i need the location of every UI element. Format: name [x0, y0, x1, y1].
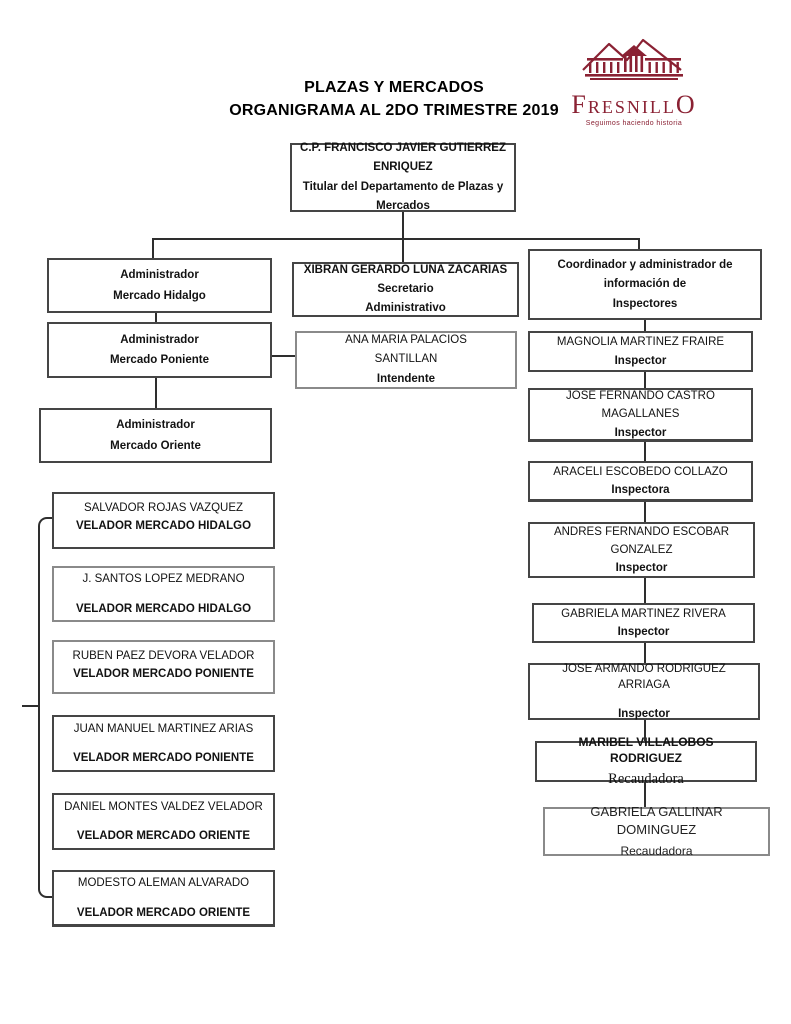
org-box-admin-poniente: Administrador Mercado Poniente — [47, 322, 272, 378]
page-title: PLAZAS Y MERCADOS ORGANIGRAMA AL 2DO TRI… — [124, 76, 664, 122]
person-role: Inspector — [614, 426, 667, 439]
org-box-coordinador: Coordinador y administrador de informaci… — [528, 249, 762, 320]
connector-hidalgo-poniente — [155, 313, 157, 322]
org-box-inspector-5: GABRIELA MARTINEZ RIVERA Inspector — [532, 603, 755, 643]
brand-letter-f: F — [571, 90, 588, 119]
org-box-velador-4: JUAN MANUEL MARTINEZ ARIAS VELADOR MERCA… — [52, 715, 275, 772]
person-name: MAGNOLIA MARTINEZ FRAIRE — [556, 336, 725, 349]
connector-main-horizontal — [152, 238, 640, 240]
person-name: MARIBEL VILLALOBOS RODRIGUEZ — [578, 734, 714, 766]
person-name: DANIEL MONTES VALDEZ VELADOR — [64, 800, 263, 813]
connector-inspector-chain-1 — [644, 372, 646, 388]
connector-director-drop — [402, 212, 404, 239]
person-name: MODESTO ALEMAN ALVARADO — [77, 877, 250, 890]
role-line: Administrador — [120, 269, 199, 282]
connector-inspector-chain-7 — [644, 782, 646, 807]
person-name: SALVADOR ROJAS VAZQUEZ — [83, 502, 244, 514]
person-name: GABRIELA GALLINAR DOMINGUEZ — [590, 803, 723, 838]
kiosk-mountains-icon — [582, 38, 683, 80]
person-role: Inspector — [614, 354, 667, 367]
connector-poniente-intendente — [272, 355, 295, 357]
person-name-2: SANTILLAN — [374, 353, 438, 366]
org-box-inspector-2: JOSE FERNANDO CASTRO MAGALLANES Inspecto… — [528, 388, 753, 442]
person-role: Recaudadora — [608, 771, 684, 788]
brand-wordmark: FRESNILLO — [558, 92, 710, 118]
org-box-recaudadora-2: GABRIELA GALLINAR DOMINGUEZ Recaudadora — [543, 804, 770, 858]
role-line-3: Inspectores — [612, 297, 678, 310]
page-title-line2: ORGANIGRAMA AL 2DO TRIMESTRE 2019 — [229, 102, 559, 120]
person-role-2: Administrativo — [365, 302, 446, 315]
org-box-recaudadora-1: MARIBEL VILLALOBOS RODRIGUEZ Recaudadora — [535, 735, 757, 787]
connector-drop-left — [152, 240, 154, 258]
page-title-line1: PLAZAS Y MERCADOS — [304, 79, 484, 96]
person-role: Intendente — [376, 372, 436, 385]
org-box-inspector-1: MAGNOLIA MARTINEZ FRAIRE Inspector — [528, 331, 753, 372]
org-box-director: C.P. FRANCISCO JAVIER GUTIERREZ ENRIQUEZ… — [290, 142, 516, 212]
person-role: Inspector — [618, 708, 670, 721]
connector-drop-middle — [402, 240, 404, 262]
person-name: GABRIELA MARTINEZ RIVERA — [561, 607, 726, 620]
role-line: Administrador — [120, 333, 199, 346]
person-role: Recaudadora — [620, 844, 693, 859]
person-role: VELADOR MERCADO PONIENTE — [73, 752, 254, 764]
brand-letters-mid: RESNILL — [587, 97, 676, 117]
person-name: ARACELI ESCOBEDO COLLAZO — [553, 465, 728, 478]
brand-letter-o: O — [675, 90, 697, 119]
org-box-admin-hidalgo: Administrador Mercado Hidalgo — [47, 258, 272, 313]
connector-inspector-chain-4 — [644, 578, 646, 603]
person-role: VELADOR MERCADO HIDALGO — [75, 520, 252, 533]
role-line-2: Mercado Oriente — [110, 439, 201, 452]
org-box-admin-oriente: Administrador Mercado Oriente — [39, 408, 272, 463]
person-name: JOSE FERNANDO CASTRO — [566, 390, 715, 403]
connector-inspector-chain-2 — [644, 442, 646, 461]
connector-inspector-chain-0 — [644, 320, 646, 331]
connector-poniente-oriente — [155, 378, 157, 408]
org-box-velador-2: J. SANTOS LOPEZ MEDRANO VELADOR MERCADO … — [52, 566, 275, 622]
role-line-2: información de — [603, 278, 687, 291]
person-role: VELADOR MERCADO PONIENTE — [73, 668, 254, 681]
person-name: RUBEN PAEZ DEVORA VELADOR — [72, 650, 255, 662]
role-line-2: Mercado Poniente — [109, 354, 210, 366]
org-box-velador-6: MODESTO ALEMAN ALVARADO VELADOR MERCADO … — [52, 870, 275, 927]
connector-inspector-chain-3 — [644, 502, 646, 522]
person-role: Inspector — [615, 562, 668, 575]
person-role: VELADOR MERCADO ORIENTE — [76, 906, 251, 919]
org-box-velador-5: DANIEL MONTES VALDEZ VELADOR VELADOR MER… — [52, 793, 275, 850]
brand-tagline: Seguimos haciendo historia — [585, 120, 683, 127]
role-line: Administrador — [116, 419, 195, 432]
role-line-2: Mercado Hidalgo — [113, 289, 206, 302]
person-role: Secretario — [377, 282, 434, 295]
org-box-inspector-4: ANDRES FERNANDO ESCOBAR GONZALEZ Inspect… — [528, 522, 755, 578]
person-name: C.P. FRANCISCO JAVIER GUTIERREZ — [300, 142, 506, 154]
org-box-velador-3: RUBEN PAEZ DEVORA VELADOR VELADOR MERCAD… — [52, 640, 275, 694]
person-name-2: ENRIQUEZ — [373, 161, 433, 174]
fresnillo-logo: FRESNILLO Seguimos haciendo historia — [558, 36, 710, 127]
org-box-inspector-3: ARACELI ESCOBEDO COLLAZO Inspectora — [528, 461, 753, 502]
person-role: Inspectora — [611, 484, 670, 496]
person-name: J. SANTOS LOPEZ MEDRANO — [82, 573, 245, 586]
veladores-bracket-tick — [22, 705, 39, 707]
connector-inspector-chain-5 — [644, 643, 646, 663]
person-name-2: GONZALEZ — [610, 543, 673, 556]
org-box-intendente: ANA MARIA PALACIOS SANTILLAN Intendente — [295, 331, 517, 389]
person-role-2: Mercados — [376, 199, 430, 212]
person-name: ANDRES FERNANDO ESCOBAR — [553, 525, 730, 538]
person-role: Inspector — [617, 626, 670, 638]
person-name: JUAN MANUEL MARTINEZ ARIAS — [73, 722, 254, 735]
connector-drop-right — [638, 240, 640, 249]
org-box-velador-1: SALVADOR ROJAS VAZQUEZ VELADOR MERCADO H… — [52, 492, 275, 549]
veladores-bracket — [38, 517, 52, 898]
org-box-secretario: XIBRAN GERARDO LUNA ZACARIAS Secretario … — [292, 262, 519, 317]
person-name-2: MAGALLANES — [601, 408, 680, 421]
person-name: JOSE ARMANDO RODRIGUEZ ARRIAGA — [562, 662, 726, 691]
person-role: Titular del Departamento de Plazas y — [302, 180, 504, 193]
connector-inspector-chain-6 — [644, 720, 646, 741]
org-box-inspector-6: JOSE ARMANDO RODRIGUEZ ARRIAGA Inspector — [528, 663, 760, 720]
person-role: VELADOR MERCADO HIDALGO — [75, 602, 252, 615]
role-line: Coordinador y administrador de — [557, 259, 733, 271]
person-role: VELADOR MERCADO ORIENTE — [76, 830, 251, 842]
person-name: XIBRAN GERARDO LUNA ZACARIAS — [303, 263, 508, 276]
person-name: ANA MARIA PALACIOS — [345, 334, 467, 347]
